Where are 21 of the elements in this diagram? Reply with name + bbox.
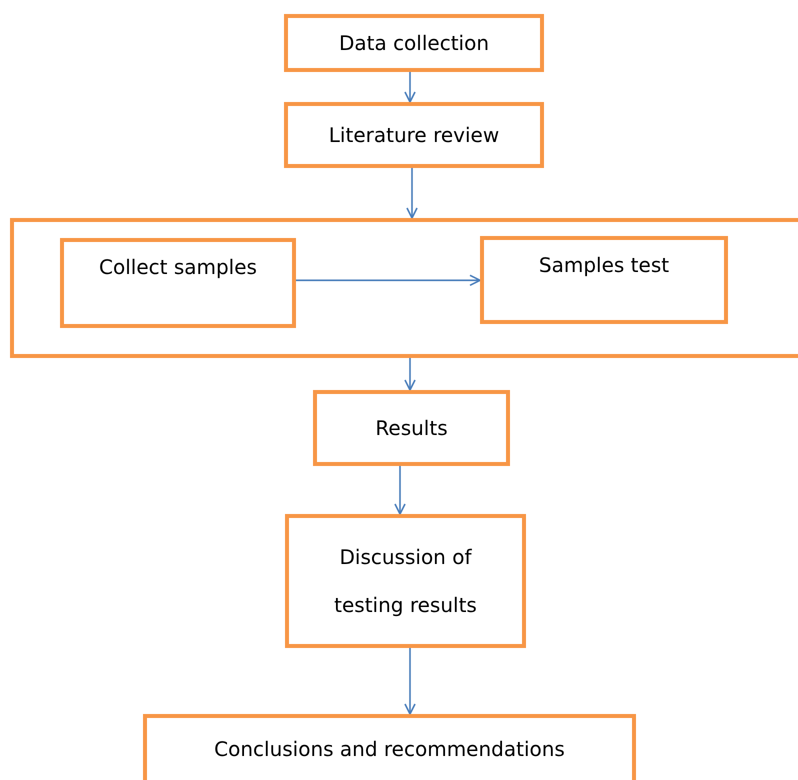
box-label: Discussion of testing results (333, 544, 478, 619)
arrow (404, 648, 416, 715)
box-label: Results (375, 415, 448, 441)
box-label: Samples test (538, 252, 670, 278)
box-label: Literature review (328, 122, 500, 148)
process-box (284, 102, 544, 168)
arrow (296, 274, 481, 286)
process-box (284, 14, 544, 72)
arrow (404, 72, 416, 103)
process-box (313, 390, 510, 466)
arrow (394, 466, 406, 515)
process-box (480, 236, 728, 324)
arrow (406, 168, 418, 219)
box-label: Data collection (338, 30, 490, 56)
box-label: Collect samples (99, 254, 257, 280)
group-box (10, 218, 798, 358)
process-box (143, 714, 636, 780)
box-label: Conclusions and recommendations (214, 736, 565, 762)
process-box (285, 514, 526, 648)
arrow (404, 358, 416, 391)
process-box (60, 238, 296, 328)
